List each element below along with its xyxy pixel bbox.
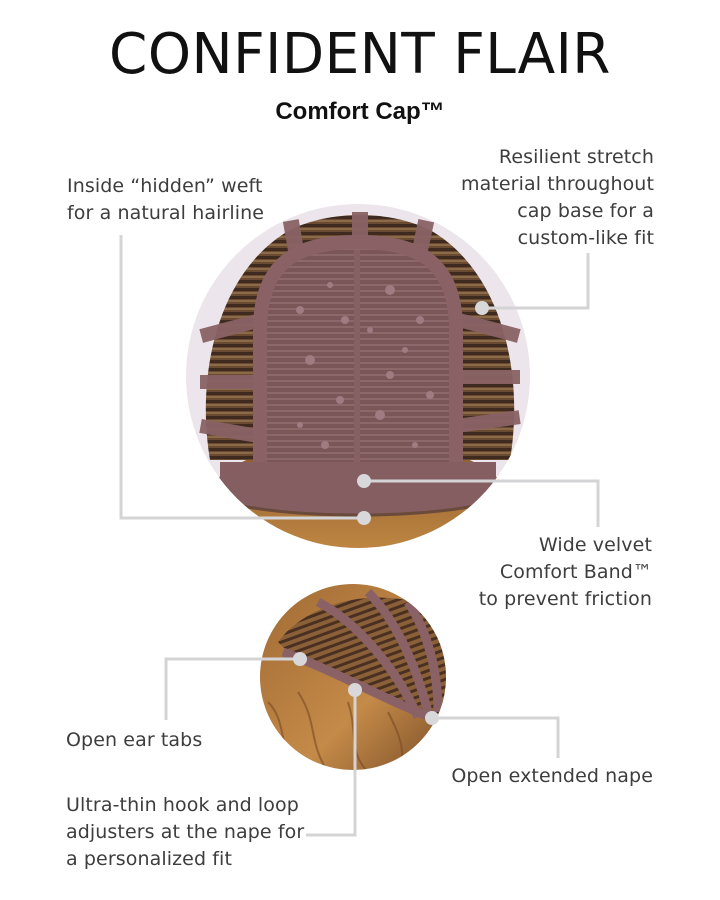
callout-hidden-weft: Inside “hidden” weft for a natural hairl… xyxy=(67,173,264,227)
callout-stretch-line3: cap base for a xyxy=(517,200,654,222)
wig-cap-nape-photo xyxy=(260,584,446,770)
callout-stretch-line4: custom-like fit xyxy=(517,227,654,249)
callout-hook-loop: Ultra-thin hook and loop adjusters at th… xyxy=(66,792,304,873)
callout-velvet-line3: to prevent friction xyxy=(478,588,652,610)
callout-ear-tabs: Open ear tabs xyxy=(66,727,202,754)
callout-nape-line1: Open extended nape xyxy=(451,765,653,787)
callout-stretch-material: Resilient stretch material throughout ca… xyxy=(461,144,654,252)
callout-velvet-line2: Comfort Band™ xyxy=(499,561,652,583)
callout-hook-loop-line3: a personalized fit xyxy=(66,848,232,870)
callout-hidden-weft-line1: Inside “hidden” weft xyxy=(67,175,263,197)
callout-stretch-line2: material throughout xyxy=(460,173,654,195)
wig-cap-interior-photo xyxy=(186,204,530,548)
callout-velvet-line1: Wide velvet xyxy=(538,534,652,556)
page-title: CONFIDENT FLAIR xyxy=(109,22,611,87)
callout-nape: Open extended nape xyxy=(451,763,653,790)
callout-hook-loop-line1: Ultra-thin hook and loop xyxy=(66,794,299,816)
callout-stretch-line1: Resilient stretch xyxy=(498,146,654,168)
callout-velvet-band: Wide velvet Comfort Band™ to prevent fri… xyxy=(479,532,652,613)
callout-hook-loop-line2: adjusters at the nape for xyxy=(66,821,305,843)
callout-hidden-weft-line2: for a natural hairline xyxy=(67,202,265,224)
page-subtitle: Comfort Cap™ xyxy=(275,98,445,125)
callout-ear-tabs-line1: Open ear tabs xyxy=(66,729,203,751)
